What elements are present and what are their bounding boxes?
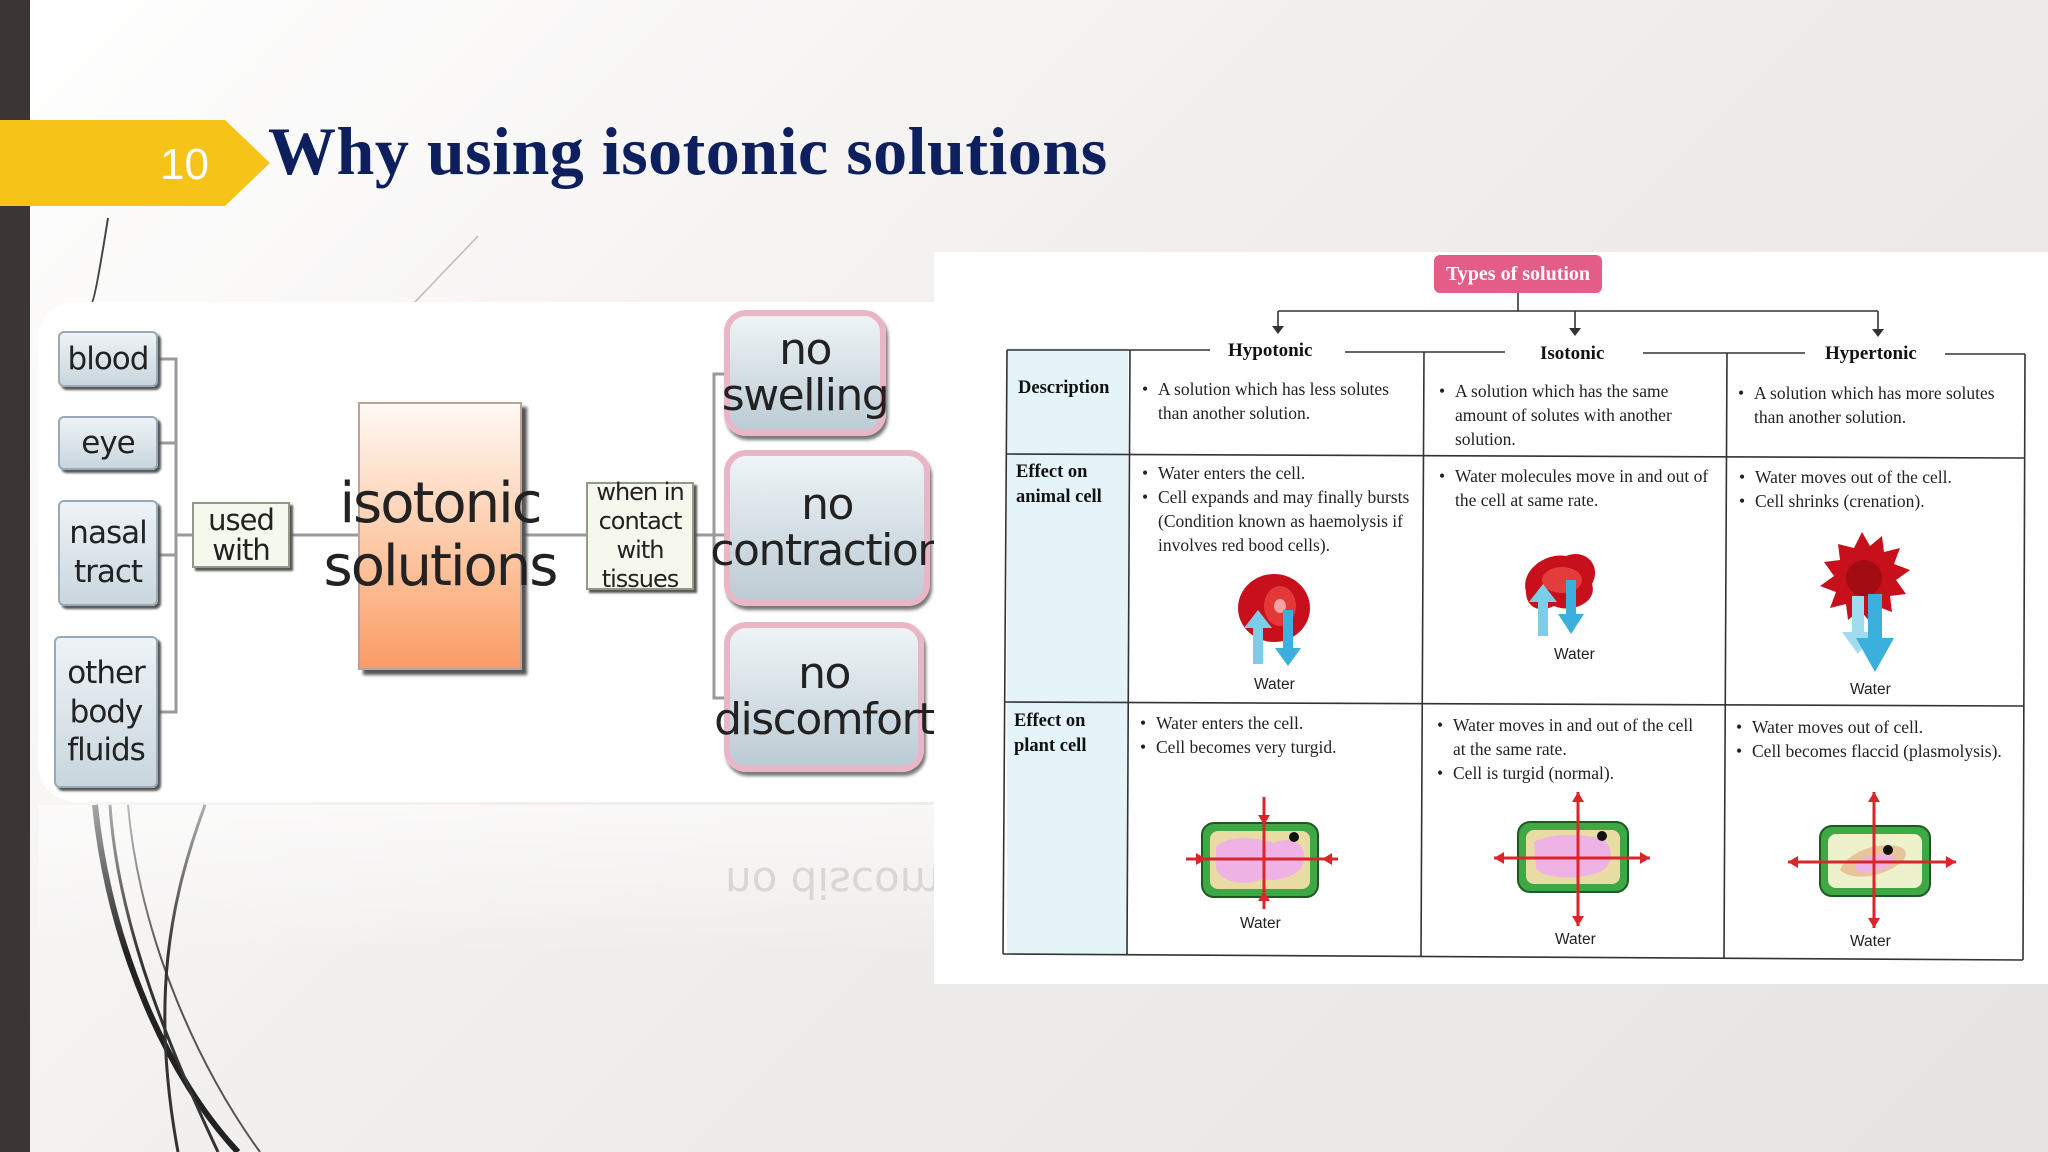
water-label-isotonic-plant: Water: [1555, 931, 1596, 948]
cell-isotonic-animal: Water molecules move in and out of the c…: [1439, 464, 1709, 512]
row-label-line: plant cell: [1014, 735, 1087, 756]
cell-bullet: Cell expands and may finally bursts (Con…: [1142, 485, 1420, 557]
plant-cell-plasmolysis-illustration: [1788, 792, 1956, 928]
red-blood-cell-swelling-illustration: [1238, 574, 1310, 666]
cell-bullet: Water enters the cell.: [1142, 461, 1420, 485]
used-with-label: used with: [208, 502, 275, 567]
row-label-animal-cell: Effect on animal cell: [1016, 460, 1102, 510]
contact-label: tissues: [601, 564, 680, 593]
cell-hypertonic-animal: Water moves out of the cell. Cell shrink…: [1739, 465, 2019, 513]
cell-bullet: Cell becomes flaccid (plasmolysis).: [1736, 739, 2006, 763]
source-nasal-tract: nasal tract: [58, 500, 158, 606]
cell-bullet: Water moves in and out of the cell at th…: [1437, 713, 1709, 761]
slide-number: 10: [160, 140, 209, 189]
column-hypertonic: Hypertonic: [1815, 343, 1927, 365]
cell-isotonic-plant: Water moves in and out of the cell at th…: [1437, 713, 1709, 786]
slide-number-tab: [0, 120, 270, 206]
plant-cell-normal-illustration: [1494, 792, 1650, 926]
row-label-line: Description: [1018, 378, 1110, 398]
contact-connector: when in contact with tissues: [586, 478, 694, 593]
used-with-connector: used with: [192, 502, 290, 568]
cell-bullet: Water moves out of cell.: [1736, 715, 2006, 739]
cell-bullet: Water moves out of the cell.: [1739, 465, 2019, 489]
outcome-no-swelling: no swelling: [721, 310, 890, 436]
contact-label: when in: [596, 478, 684, 507]
cell-hypotonic-plant: Water enters the cell. Cell becomes very…: [1140, 711, 1410, 759]
source-label: other: [67, 655, 146, 692]
cell-bullet: A solution which has the same amount of …: [1439, 379, 1719, 451]
cell-bullet: Cell is turgid (normal).: [1437, 761, 1709, 785]
red-blood-cell-shrinking-illustration: [1820, 532, 1910, 672]
cell-bullet: Cell shrinks (crenation).: [1739, 489, 2019, 513]
outcome-label: no discomfort: [714, 647, 935, 745]
water-label-hypertonic-animal: Water: [1850, 681, 1891, 698]
isotonic-solutions-box: isotonic solutions: [324, 402, 558, 670]
outcome-label: no swelling: [721, 323, 890, 421]
row-label-line: animal cell: [1016, 486, 1102, 507]
slide-title: Why using isotonic solutions: [268, 113, 1108, 189]
source-label: fluids: [67, 732, 146, 769]
cell-hypertonic-plant: Water moves out of cell. Cell becomes fl…: [1736, 715, 2006, 763]
row-label-description: Description: [1018, 376, 1109, 401]
row-label-plant-cell: Effect on plant cell: [1014, 709, 1086, 759]
column-hypotonic: Hypotonic: [1218, 340, 1323, 362]
cell-bullet: Water enters the cell.: [1140, 711, 1410, 735]
outcome-no-discomfort: no discomfort: [714, 622, 935, 772]
column-isotonic: Isotonic: [1530, 343, 1615, 365]
cell-hypotonic-animal: Water enters the cell. Cell expands and …: [1142, 461, 1420, 558]
types-of-solution-badge: Types of solution: [1434, 255, 1602, 293]
source-label: blood: [67, 340, 150, 377]
row-label-line: Effect on: [1014, 711, 1086, 731]
cell-bullet: Water molecules move in and out of the c…: [1439, 464, 1709, 512]
cell-isotonic-description: A solution which has the same amount of …: [1439, 379, 1719, 451]
source-other-body-fluids: other body fluids: [54, 636, 158, 788]
source-blood: blood: [58, 331, 158, 387]
plant-cell-turgid-illustration: [1186, 797, 1338, 909]
cell-hypotonic-description: A solution which has less solutes than a…: [1142, 377, 1412, 425]
concept-map-reflection: [38, 805, 938, 955]
center-label: solutions: [323, 534, 559, 599]
cell-bullet: A solution which has less solutes than a…: [1142, 377, 1412, 425]
outcome-label: no contraction: [710, 478, 945, 576]
source-label: eye: [81, 424, 135, 461]
outcome-no-contraction: no contraction: [710, 450, 945, 606]
water-label-hypotonic-plant: Water: [1240, 915, 1281, 932]
source-label: nasal: [69, 515, 147, 552]
red-blood-cell-normal-illustration: [1525, 554, 1596, 636]
source-eye: eye: [58, 416, 158, 470]
source-label: body: [69, 693, 144, 730]
center-label: isotonic: [339, 471, 542, 537]
row-label-line: Effect on: [1016, 462, 1088, 482]
cell-bullet: Cell becomes very turgid.: [1140, 735, 1410, 759]
source-label: tract: [73, 554, 143, 590]
water-label-isotonic-animal: Water: [1554, 646, 1595, 663]
contact-label: contact with: [598, 507, 683, 564]
water-label-hypertonic-plant: Water: [1850, 933, 1891, 950]
water-label-hypotonic-animal: Water: [1254, 676, 1295, 693]
cell-bullet: A solution which has more solutes than a…: [1738, 381, 2018, 429]
cell-hypertonic-description: A solution which has more solutes than a…: [1738, 381, 2018, 429]
